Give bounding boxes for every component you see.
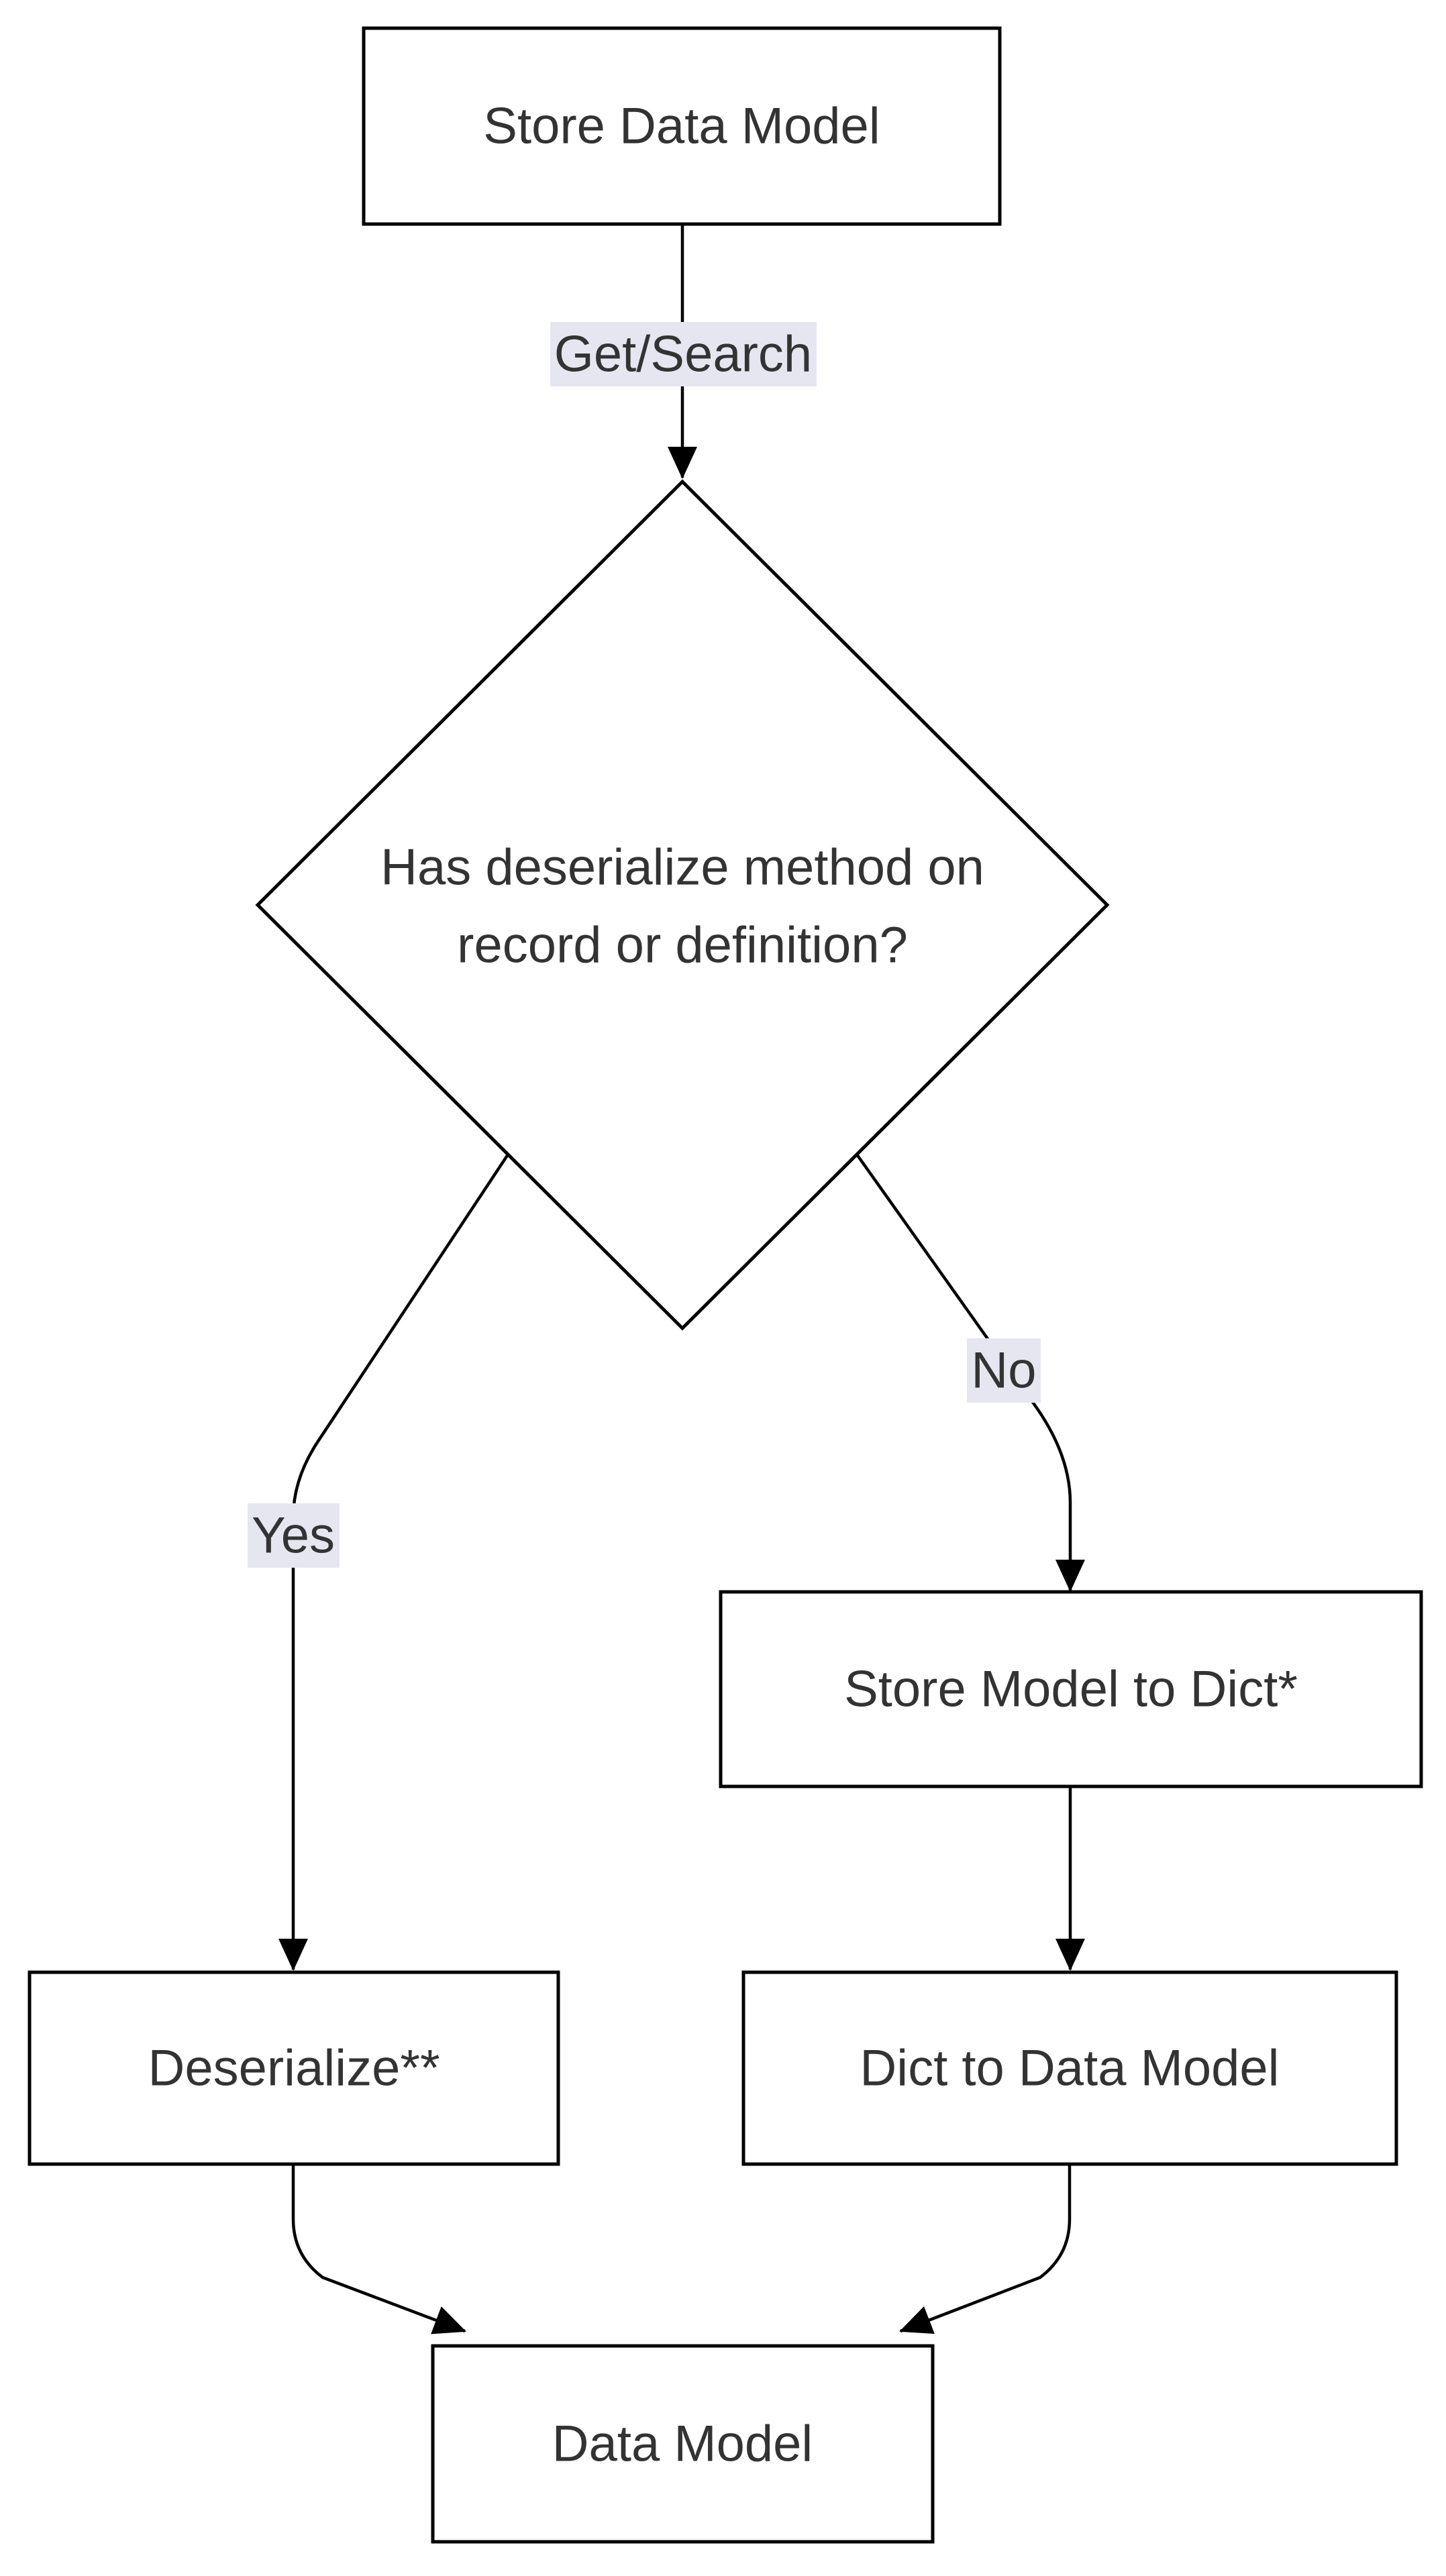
node-data-model-box xyxy=(431,2344,935,2544)
node-dict-to-data-model-label: Dict to Data Model xyxy=(860,2040,1279,2097)
node-store-data-model-box xyxy=(362,26,1002,226)
node-store-data-model: Store Data Model xyxy=(362,26,1002,226)
node-store-model-to-dict-label: Store Model to Dict* xyxy=(844,1661,1298,1718)
node-decision-label-line1: Has deserialize method on xyxy=(380,839,984,896)
node-decision-diamond xyxy=(255,479,1110,1331)
edge-label-no-text: No xyxy=(971,1342,1036,1399)
node-data-model-label: Data Model xyxy=(552,2416,813,2473)
node-store-model-to-dict: Store Model to Dict* xyxy=(719,1590,1423,1788)
node-dict-to-data-model-box xyxy=(741,1970,1398,2166)
edge-label-get-search-text: Get/Search xyxy=(554,326,812,383)
node-store-model-to-dict-box xyxy=(719,1590,1423,1788)
node-store-data-model-label: Store Data Model xyxy=(483,98,880,155)
edge-dict-to-data-model-to-data-model xyxy=(899,2164,1072,2334)
node-deserialize-box xyxy=(28,1970,560,2166)
node-data-model: Data Model xyxy=(431,2344,935,2544)
edge-label-yes: Yes xyxy=(248,1503,340,1568)
edge-label-no-bg xyxy=(967,1338,1041,1403)
edge-label-get-search-bg xyxy=(550,322,817,386)
edge-label-get-search: Get/Search xyxy=(550,322,817,386)
edge-label-yes-text: Yes xyxy=(252,1507,335,1564)
edge-deserialize-to-data-model xyxy=(291,2164,466,2334)
node-decision-label-line2: record or definition? xyxy=(457,917,908,974)
node-dict-to-data-model: Dict to Data Model xyxy=(741,1970,1398,2166)
edge-decision-to-store-model-to-dict xyxy=(856,1153,1085,1592)
edge-label-yes-bg xyxy=(248,1503,340,1568)
node-deserialize: Deserialize** xyxy=(28,1970,560,2166)
node-deserialize-label: Deserialize** xyxy=(148,2040,440,2097)
edge-label-no: No xyxy=(967,1338,1041,1403)
node-decision: Has deserialize method on record or defi… xyxy=(255,479,1110,1331)
